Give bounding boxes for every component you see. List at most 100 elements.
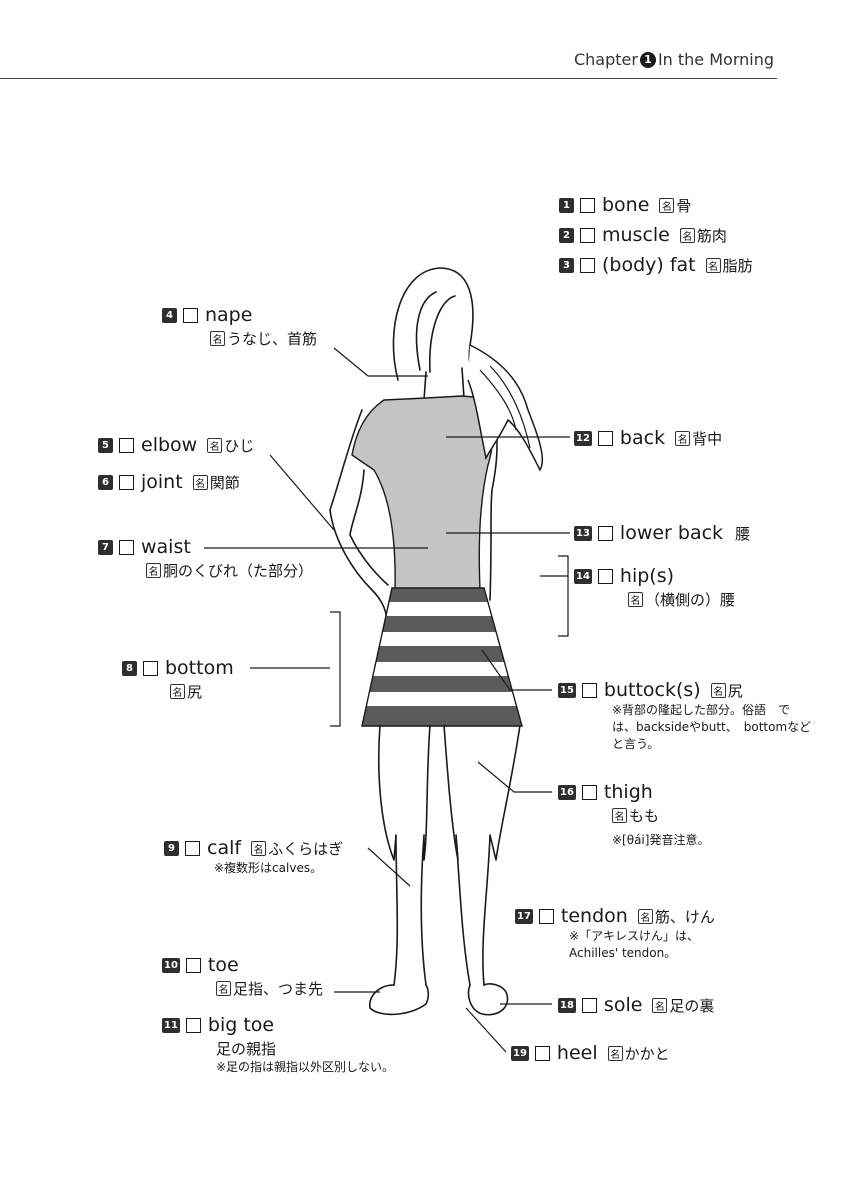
term-number: 18 xyxy=(558,998,576,1013)
term-word: sole xyxy=(604,994,643,1016)
term-word: bone xyxy=(602,194,649,216)
term-word: joint xyxy=(141,471,183,493)
term-meaning: ひじ xyxy=(224,435,254,456)
term-meaning: 筋肉 xyxy=(697,225,727,246)
checkbox[interactable] xyxy=(143,661,158,676)
term-meaning: 筋、けん xyxy=(655,906,715,927)
noun-mark: 名 xyxy=(659,198,674,213)
term-sole: 18 sole 名足の裏 xyxy=(558,993,714,1017)
right-foot-outline xyxy=(469,984,508,1015)
term-meaning: 胴のくびれ（た部分） xyxy=(163,560,313,581)
checkbox[interactable] xyxy=(535,1046,550,1061)
noun-mark: 名 xyxy=(652,998,667,1013)
term-thigh: 16thigh 名もも ※[θái]発音注意。 xyxy=(558,780,709,849)
noun-mark: 名 xyxy=(146,563,161,578)
term-meaning: うなじ、首筋 xyxy=(227,328,317,349)
term-meaning: 足の裏 xyxy=(669,995,714,1016)
neck-outline xyxy=(424,368,464,400)
term-word: calf xyxy=(207,837,241,859)
term-body-fat: 3(body) fat名脂肪 xyxy=(559,253,753,277)
noun-mark: 名 xyxy=(608,1046,623,1061)
noun-mark: 名 xyxy=(216,981,231,996)
term-number: 12 xyxy=(574,431,592,446)
checkbox[interactable] xyxy=(582,998,597,1013)
term-word: lower back xyxy=(620,522,723,544)
term-bottom: 8bottom 名尻 xyxy=(122,656,234,702)
noun-mark: 名 xyxy=(638,909,653,924)
term-meaning: 足の親指 xyxy=(216,1038,276,1059)
noun-mark: 名 xyxy=(680,228,695,243)
checkbox[interactable] xyxy=(582,683,597,698)
hair-inner-strands xyxy=(417,292,455,372)
left-foot-outline xyxy=(370,985,429,1014)
term-meaning: 腰 xyxy=(735,523,750,544)
term-nape: 4nape 名うなじ、首筋 xyxy=(162,303,317,349)
checkbox[interactable] xyxy=(186,958,201,973)
noun-mark: 名 xyxy=(210,331,225,346)
term-meaning: もも xyxy=(629,805,659,826)
checkbox[interactable] xyxy=(580,198,595,213)
checkbox[interactable] xyxy=(183,308,198,323)
term-word: big toe xyxy=(208,1014,274,1036)
noun-mark: 名 xyxy=(628,592,643,607)
noun-mark: 名 xyxy=(207,438,222,453)
term-meaning: 足指、つま先 xyxy=(233,978,323,999)
noun-mark: 名 xyxy=(193,475,208,490)
checkbox[interactable] xyxy=(185,841,200,856)
term-word: tendon xyxy=(561,905,628,927)
noun-mark: 名 xyxy=(706,258,721,273)
term-word: waist xyxy=(141,536,191,558)
term-heel: 19heel名かかと xyxy=(511,1041,670,1065)
term-word: hip(s) xyxy=(620,565,674,587)
term-number: 11 xyxy=(162,1018,180,1033)
term-back: 12 back 名背中 xyxy=(574,426,722,450)
term-number: 5 xyxy=(98,438,113,453)
term-number: 7 xyxy=(98,540,113,555)
hair-outline xyxy=(393,268,478,380)
noun-mark: 名 xyxy=(251,841,266,856)
noun-mark: 名 xyxy=(170,684,185,699)
term-lower-back: 13 lower back 腰 xyxy=(574,521,750,545)
term-number: 13 xyxy=(574,526,592,541)
checkbox[interactable] xyxy=(582,785,597,800)
term-tendon: 17tendon名筋、けん ※「アキレスけん」は、 Achilles' tend… xyxy=(515,904,749,962)
term-word: back xyxy=(620,427,665,449)
term-toe: 10 toe 名足指、つま先 xyxy=(162,953,323,999)
term-word: buttock(s) xyxy=(604,679,701,701)
term-meaning: 関節 xyxy=(210,472,240,493)
right-leg-outline xyxy=(444,725,520,985)
term-meaning: かかと xyxy=(625,1043,670,1064)
checkbox[interactable] xyxy=(119,438,134,453)
checkbox[interactable] xyxy=(119,475,134,490)
term-word: nape xyxy=(205,304,252,326)
term-number: 9 xyxy=(164,841,179,856)
checkbox[interactable] xyxy=(186,1018,201,1033)
checkbox[interactable] xyxy=(539,909,554,924)
term-number: 2 xyxy=(559,228,574,243)
term-number: 10 xyxy=(162,958,180,973)
checkbox[interactable] xyxy=(119,540,134,555)
checkbox[interactable] xyxy=(598,569,613,584)
noun-mark: 名 xyxy=(711,683,726,698)
term-number: 17 xyxy=(515,909,533,924)
term-number: 19 xyxy=(511,1046,529,1061)
checkbox[interactable] xyxy=(598,431,613,446)
term-number: 1 xyxy=(559,198,574,213)
checkbox[interactable] xyxy=(580,258,595,273)
term-number: 8 xyxy=(122,661,137,676)
term-calf: 9calf名ふくらはぎ ※複数形はcalves。 xyxy=(164,836,343,877)
checkbox[interactable] xyxy=(598,526,613,541)
term-number: 6 xyxy=(98,475,113,490)
term-meaning: 背中 xyxy=(692,428,722,449)
term-muscle: 2muscle名筋肉 xyxy=(559,223,727,247)
term-meaning: 尻 xyxy=(728,680,743,701)
term-number: 16 xyxy=(558,785,576,800)
term-word: elbow xyxy=(141,434,197,456)
noun-mark: 名 xyxy=(675,431,690,446)
checkbox[interactable] xyxy=(580,228,595,243)
term-note: ※複数形はcalves。 xyxy=(214,860,343,877)
term-word: (body) fat xyxy=(602,254,696,276)
term-number: 15 xyxy=(558,683,576,698)
term-word: toe xyxy=(208,954,239,976)
term-word: bottom xyxy=(165,657,234,679)
